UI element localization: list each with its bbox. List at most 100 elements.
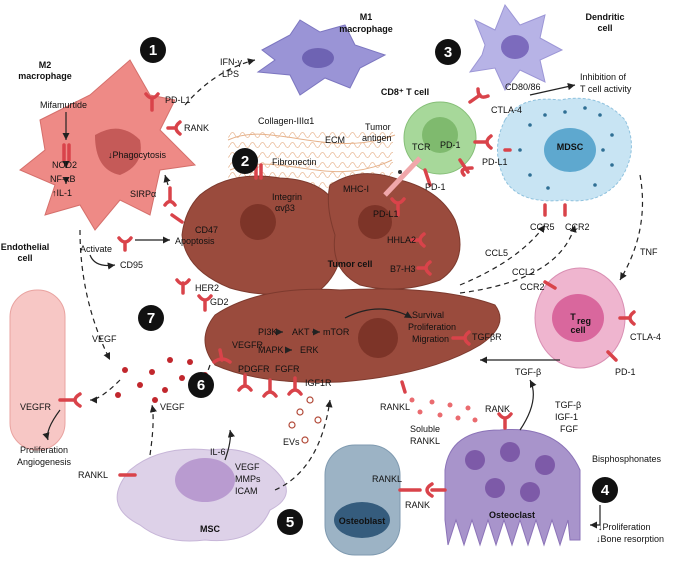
label-collagen: Collagen-IIIα1 xyxy=(258,116,314,126)
label-sirpa: SIRPα xyxy=(130,189,156,199)
badge-4: 4 xyxy=(601,482,610,499)
label-soluble-b: RANKL xyxy=(410,436,440,446)
mdsc-cell xyxy=(497,97,632,202)
label-mhc: MHC-I xyxy=(343,184,369,194)
labels: PD-L1 RANK Mifamurtide NOD2 NF-κB ↑IL-1 … xyxy=(17,57,664,544)
m2-label: M2 xyxy=(39,60,52,70)
label-il1: ↑IL-1 xyxy=(52,188,72,198)
osteoclast-label: Osteoclast xyxy=(489,510,535,520)
label-integrin: Integrin xyxy=(272,192,302,202)
badge-7: 7 xyxy=(147,310,155,327)
label-rank-oc2: RANK xyxy=(405,500,430,510)
label-pi3k: PI3K xyxy=(258,327,278,337)
label-tgfb-treg: TGF-β xyxy=(515,367,541,377)
label-activate: Activate xyxy=(80,244,112,254)
m1-label-b: macrophage xyxy=(339,24,393,34)
label-gd2: GD2 xyxy=(210,297,229,307)
endothelial-label: Endothelial xyxy=(1,242,50,252)
label-mifamurtide: Mifamurtide xyxy=(40,100,87,110)
label-ccl5: CCL5 xyxy=(485,248,508,258)
label-fibronectin: Fibronectin xyxy=(272,157,317,167)
label-inhibition-b: T cell activity xyxy=(580,84,632,94)
osteoclast-cell xyxy=(444,429,581,547)
tumor-antigen-mhc xyxy=(383,156,422,197)
label-akt: AKT xyxy=(292,327,310,337)
label-vegf-left: VEGF xyxy=(92,334,117,344)
label-b7h3: B7-H3 xyxy=(390,264,416,274)
ev-vesicles xyxy=(288,396,322,444)
label-fgf: FGF xyxy=(560,424,578,434)
tumor-cell-left xyxy=(181,175,343,295)
label-pdl1-mdsc: PD-L1 xyxy=(482,157,508,167)
osteoblast-label: Osteoblast xyxy=(339,516,386,526)
label-apoptosis: Apoptosis xyxy=(175,236,215,246)
label-tcr: TCR xyxy=(412,142,431,152)
label-hhla2: HHLA2 xyxy=(387,235,416,245)
treg-sub: reg xyxy=(577,316,591,326)
label-ctla4-treg: CTLA-4 xyxy=(630,332,661,342)
label-her2: HER2 xyxy=(195,283,219,293)
label-mmps: MMPs xyxy=(235,474,261,484)
label-pd1-t2: PD-1 xyxy=(425,182,446,192)
label-cd95: CD95 xyxy=(120,260,143,270)
label-tumor-antigen-b: antigen xyxy=(362,133,392,143)
label-ecm: ECM xyxy=(325,135,345,145)
treg-label-b: cell xyxy=(570,325,585,335)
label-ccr5: CCR5 xyxy=(530,222,555,232)
label-pdl1-m2: PD-L1 xyxy=(165,95,191,105)
antigen-dot xyxy=(398,170,402,174)
m1-macrophage xyxy=(256,19,387,96)
label-ctla4: CTLA-4 xyxy=(491,105,522,115)
badge-6: 6 xyxy=(197,377,205,394)
label-tgfbr: TGFβR xyxy=(472,332,502,342)
label-ccr2-mdsc: CCR2 xyxy=(565,222,590,232)
label-vegf-msc: VEGF xyxy=(160,402,185,412)
label-pdgfr: PDGFR xyxy=(238,364,270,374)
label-tumor-antigen: Tumor xyxy=(365,122,391,132)
label-phagocytosis: ↓Phagocytosis xyxy=(108,150,167,160)
tumor-cell-bottom xyxy=(204,288,501,383)
label-vegfr-endo: VEGFR xyxy=(20,402,52,412)
tumor-cell-right xyxy=(327,173,461,290)
label-bisphos: Bisphosphonates xyxy=(592,454,662,464)
badge-1: 1 xyxy=(149,42,157,59)
label-rankl-msc: RANKL xyxy=(78,470,108,480)
dendritic-cell xyxy=(468,3,564,91)
endothelial-cell xyxy=(9,289,66,451)
m2-macrophage xyxy=(19,59,197,231)
label-pd1-treg: PD-1 xyxy=(615,367,636,377)
dendritic-label-b: cell xyxy=(597,23,612,33)
label-proliferation: Proliferation xyxy=(408,322,456,332)
label-il6: IL-6 xyxy=(210,447,226,457)
label-evs: EVs xyxy=(283,437,300,447)
label-ccr2-treg: CCR2 xyxy=(520,282,545,292)
label-inhibition: Inhibition of xyxy=(580,72,627,82)
label-tgfb-oc: TGF-β xyxy=(555,400,581,410)
label-rank-m2: RANK xyxy=(184,123,209,133)
endothelial-label-b: cell xyxy=(17,253,32,263)
receptors xyxy=(58,87,636,498)
label-mtor: mTOR xyxy=(323,327,350,337)
m2-label-b: macrophage xyxy=(18,71,72,81)
label-lps: LPS xyxy=(222,69,239,79)
treg-cell xyxy=(534,267,626,369)
tumor-label: Tumor cell xyxy=(328,259,373,269)
badge-5: 5 xyxy=(286,514,294,531)
label-igf1: IGF-1 xyxy=(555,412,578,422)
label-rankl-ob: RANKL xyxy=(372,474,402,484)
badges xyxy=(138,37,618,535)
treg-label: T xyxy=(570,312,576,322)
cd8-label: CD8⁺ T cell xyxy=(381,87,429,97)
msc-cell xyxy=(116,448,287,542)
badge-2: 2 xyxy=(241,153,249,170)
label-integrin-b: αvβ3 xyxy=(275,203,295,213)
label-mapk: MAPK xyxy=(258,345,284,355)
label-migration: Migration xyxy=(412,334,449,344)
soluble-rankl-dots xyxy=(409,397,478,423)
label-nfkb: NF-κB xyxy=(50,174,76,184)
label-angio: Angiogenesis xyxy=(17,457,72,467)
label-survival: Survival xyxy=(412,310,444,320)
label-soluble: Soluble xyxy=(410,424,440,434)
msc-label: MSC xyxy=(200,524,221,534)
